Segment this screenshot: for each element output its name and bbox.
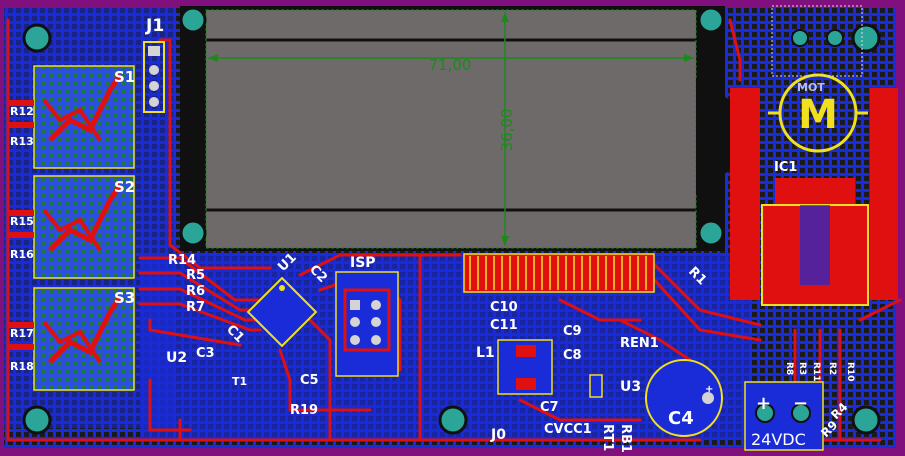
motor-pads (791, 29, 844, 47)
label-r16: R16 (10, 248, 34, 261)
dimension-arrow (501, 12, 509, 22)
label-l1: L1 (476, 345, 495, 361)
isp-inner (343, 288, 391, 352)
motor-driver-pour (870, 88, 898, 300)
label-r19: R19 (290, 403, 318, 418)
mounting-hole (697, 219, 725, 247)
switch-s3 (33, 287, 135, 391)
mounting-holes (22, 6, 881, 435)
label-r14: R14 (168, 253, 196, 268)
motor-connector (771, 5, 863, 77)
motor-symbol-letter: M (798, 92, 838, 138)
label-r7: R7 (186, 300, 205, 315)
power-pin (791, 403, 811, 423)
display-outline (205, 9, 697, 249)
inductor-pad (516, 378, 536, 390)
label-s1: S1 (114, 68, 135, 86)
label-rb1: RB1 (618, 424, 633, 453)
display-tab (696, 80, 730, 195)
motor-driver-ic1 (775, 178, 855, 204)
label-j0: J0 (490, 427, 506, 443)
label-t1: T1 (232, 375, 247, 388)
signal-tracks (6, 18, 902, 442)
label-r2: R2 (827, 362, 837, 375)
label-s2: S2 (114, 178, 135, 196)
label-r12: R12 (10, 105, 34, 118)
label-r17: R17 (10, 327, 34, 340)
mounting-hole (179, 219, 207, 247)
display-body (206, 10, 696, 248)
top-pour-strip (180, 0, 700, 8)
label-r18: R18 (10, 360, 34, 373)
label-u3: U3 (620, 379, 641, 395)
label-c4-plus: + (705, 384, 713, 395)
isp-pins (350, 300, 381, 345)
capacitor-c4 (645, 359, 723, 437)
dimension-arrow (684, 54, 694, 62)
motor-driver-tab (800, 205, 830, 285)
capacitor-c4-pad (702, 392, 714, 404)
dimension-arrow (501, 236, 509, 246)
label-r10: R10 (845, 362, 855, 381)
power-pin (755, 403, 775, 423)
label-c4: C4 (668, 408, 694, 429)
mcu-u1 (246, 276, 318, 348)
switch-s2 (33, 175, 135, 279)
label-c3: C3 (196, 346, 215, 361)
switch-s1 (33, 65, 135, 169)
label-conn-minus: − (793, 393, 808, 414)
mounting-hole (851, 405, 881, 435)
header-j1 (143, 41, 165, 113)
label-j1: J1 (145, 16, 164, 36)
label-c11: C11 (490, 318, 518, 333)
inductor-pad (516, 345, 536, 357)
label-r6: R6 (186, 284, 205, 299)
mounting-hole (22, 405, 52, 435)
label-r15: R15 (10, 215, 34, 228)
motor-driver-pour (730, 88, 760, 300)
label-c5: C5 (300, 373, 319, 388)
display-connector (464, 254, 654, 292)
label-rt1: RT1 (600, 424, 615, 451)
label-c9: C9 (563, 324, 582, 339)
label-ren1: REN1 (620, 336, 659, 351)
label-r3: R3 (797, 362, 807, 375)
dimension-arrow (208, 54, 218, 62)
mounting-hole (438, 405, 468, 435)
label-r11: R11 (811, 362, 821, 381)
mounting-hole (851, 23, 881, 53)
dimension-width-label: 71,00 (429, 56, 472, 74)
display-connector-pins (463, 253, 655, 293)
label-cvcc1: CVCC1 (544, 422, 592, 437)
mounting-hole (22, 23, 52, 53)
label-r13: R13 (10, 135, 34, 148)
label-mot: MOT (797, 81, 825, 94)
label-ic1: IC1 (774, 160, 797, 175)
dimension-height-label: 36,00 (498, 109, 516, 152)
label-u2: U2 (166, 350, 187, 366)
label-r8: R8 (784, 362, 794, 375)
silkscreen-labels: J1 S1 S2 S3 R12 R13 R15 R16 R17 R18 R14 … (10, 16, 855, 453)
left-resistor-pads (8, 100, 34, 350)
regulator-u3 (589, 374, 603, 398)
label-conn-plus: + (756, 393, 771, 414)
label-24vdc: 24VDC (751, 430, 806, 449)
label-c8: C8 (563, 348, 582, 363)
label-c7: C7 (540, 400, 559, 415)
header-pins (148, 46, 160, 107)
mounting-hole (697, 6, 725, 34)
mounting-hole (179, 6, 207, 34)
label-c10: C10 (490, 300, 518, 315)
label-r5: R5 (186, 268, 205, 283)
label-isp: ISP (350, 255, 376, 271)
label-s3: S3 (114, 289, 135, 307)
